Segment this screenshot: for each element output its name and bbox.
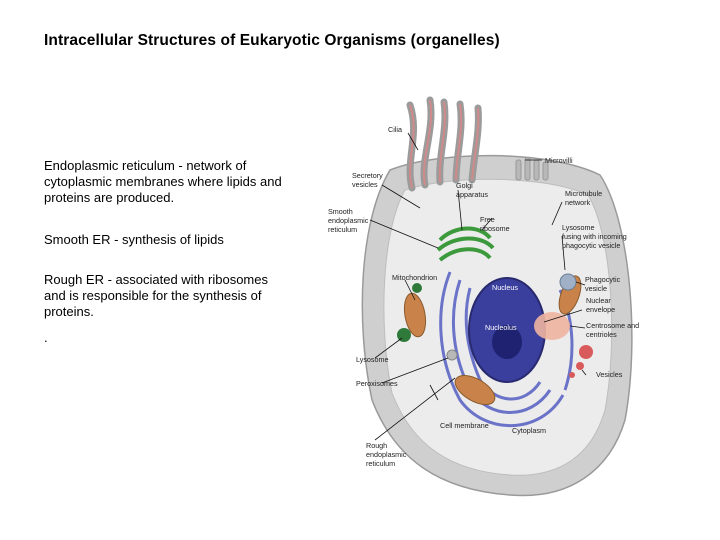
paragraph-rough-er: Rough ER - associated with ribosomes and… xyxy=(44,272,268,319)
label-cell-membrane: Cell membrane xyxy=(440,421,489,430)
phagocytic-vesicle-shape xyxy=(559,273,577,291)
label-rough-er-2: endoplasmic xyxy=(366,450,407,459)
label-lysosome-fusing-2: fusing with incoming xyxy=(562,232,627,241)
label-centrosome-1: Centrosome and xyxy=(586,321,639,330)
label-nuclear-envelope-2: envelope xyxy=(586,305,615,314)
golgi-apparatus xyxy=(436,226,495,262)
label-golgi-2: apparatus xyxy=(456,190,488,199)
vesicle-shape xyxy=(579,345,593,359)
lysosome-shape xyxy=(397,328,411,342)
label-nucleolus: Nucleolus xyxy=(485,323,517,332)
slide-title: Intracellular Structures of Eukaryotic O… xyxy=(44,32,500,49)
label-microvilli: Microvilli xyxy=(545,156,573,165)
label-secretory-2: vesicles xyxy=(352,180,378,189)
leader-lines xyxy=(369,132,587,441)
label-centrosome-2: centrioles xyxy=(586,330,617,339)
label-secretory-1: Secretory xyxy=(352,171,383,180)
label-free-ribosome-2: ribosome xyxy=(480,224,510,233)
label-cytoplasm: Cytoplasm xyxy=(512,426,546,435)
label-smooth-er-1: Smooth xyxy=(328,207,353,216)
microvilli xyxy=(515,157,549,181)
label-mitochondrion: Mitochondrion xyxy=(392,273,437,282)
cell-diagram: Cilia Microvilli Secretory vesicles Golg… xyxy=(328,96,639,497)
label-free-ribosome-1: Free xyxy=(480,215,495,224)
paragraph-smooth-er: Smooth ER - synthesis of lipids xyxy=(44,232,224,247)
label-rough-er-3: reticulum xyxy=(366,459,395,468)
label-lysosome: Lysosome xyxy=(356,355,389,364)
label-lysosome-fusing-3: phagocytic vesicle xyxy=(562,241,620,250)
centrosome-shape xyxy=(534,312,570,340)
label-microtubule-2: network xyxy=(565,198,591,207)
label-rough-er-1: Rough xyxy=(366,441,387,450)
label-microtubule-1: Microtubule xyxy=(565,189,602,198)
paragraph-endoplasmic-reticulum: Endoplasmic reticulum - network of cytop… xyxy=(44,158,282,205)
label-phagocytic-1: Phagocytic xyxy=(585,275,621,284)
label-cilia: Cilia xyxy=(388,125,402,134)
label-lysosome-fusing-1: Lysosome xyxy=(562,223,595,232)
label-smooth-er-2: endoplasmic xyxy=(328,216,369,225)
peroxisome-shape xyxy=(446,349,458,361)
label-nuclear-envelope-1: Nuclear xyxy=(586,296,611,305)
label-phagocytic-2: vesicle xyxy=(585,284,607,293)
nucleolus-shape xyxy=(492,325,522,359)
paragraph-period: . xyxy=(44,330,48,345)
label-vesicles: Vesicles xyxy=(596,370,623,379)
label-nucleus: Nucleus xyxy=(492,283,518,292)
label-golgi-1: Golgi xyxy=(456,181,473,190)
label-peroxisomes: Peroxisomes xyxy=(356,379,398,388)
label-smooth-er-3: reticulum xyxy=(328,225,357,234)
